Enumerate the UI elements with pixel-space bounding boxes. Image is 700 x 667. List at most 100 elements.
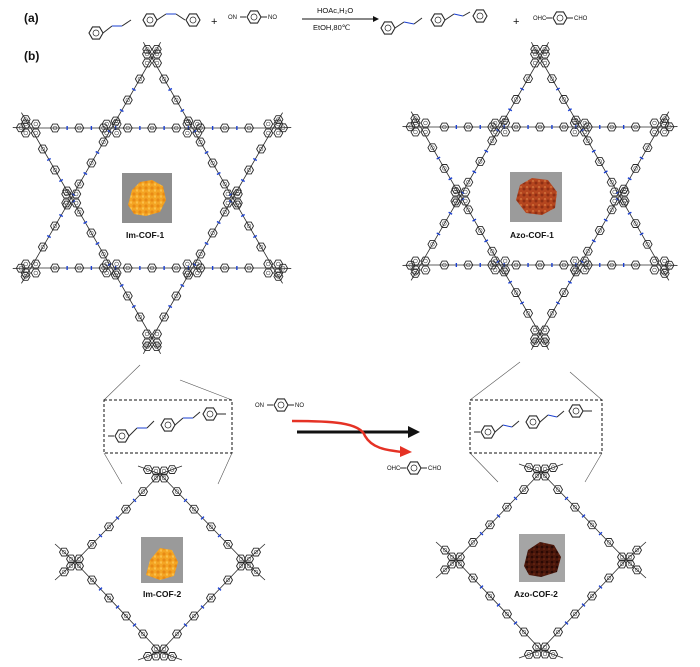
n-linkage — [204, 241, 209, 246]
reactant-dinitroso: ON NO — [228, 10, 277, 24]
svg-text:ON: ON — [255, 403, 264, 409]
linker-bond — [30, 127, 153, 339]
n-linkage — [168, 87, 173, 92]
terminal-bond — [435, 559, 457, 579]
n-linkage — [131, 304, 136, 309]
panel-a: (a) + ON NO HOAc,H₂O EtOH,80℃ — [24, 6, 588, 40]
im-cof-2-label: Im-COF-2 — [143, 589, 182, 599]
n-linkage — [519, 87, 525, 91]
n-linkage — [252, 157, 258, 162]
terminal-bond — [625, 559, 647, 579]
pyrene-node — [533, 643, 550, 658]
terminal-bond — [625, 541, 647, 561]
terminal-bond — [540, 649, 564, 659]
svg-text:OHC: OHC — [387, 466, 401, 472]
im-cof-1-label: Im-COF-1 — [126, 230, 165, 240]
terminal-bond — [539, 42, 549, 59]
terminal-bond — [21, 267, 32, 284]
terminal-bond — [435, 541, 457, 561]
n-linkage — [200, 605, 205, 609]
n-linkage — [115, 605, 120, 609]
n-linkage — [240, 178, 246, 183]
tetraphenylethylene-node — [650, 119, 669, 136]
plus-sign-2: + — [513, 16, 519, 28]
product-bis-azo — [380, 9, 488, 35]
n-linkage — [603, 218, 608, 222]
n-linkage — [598, 585, 603, 589]
terminal-bond — [659, 111, 670, 128]
terminal-bond — [137, 651, 161, 661]
svg-text:NO: NO — [268, 15, 277, 21]
n-linkage — [83, 171, 88, 176]
n-linkage — [564, 621, 569, 625]
terminal-bond — [143, 42, 153, 59]
n-linkage — [98, 533, 103, 538]
terminal-bond — [272, 112, 283, 129]
n-linkage — [448, 177, 453, 181]
terminal-bond — [54, 561, 76, 581]
n-linkage — [496, 514, 501, 518]
terminal-bond — [531, 333, 541, 350]
panel-b-label: (b) — [24, 49, 39, 63]
n-linkage — [217, 587, 222, 591]
n-linkage — [46, 234, 52, 239]
n-linkage — [603, 170, 608, 174]
terminal-bond — [659, 264, 670, 281]
plus-sign-1: + — [211, 16, 217, 28]
terminal-bond — [21, 112, 32, 129]
n-linkage — [240, 213, 246, 218]
n-linkage — [591, 239, 596, 243]
n-linkage — [200, 516, 205, 520]
terminal-bond — [539, 333, 549, 350]
n-linkage — [119, 283, 124, 288]
n-linkage — [555, 301, 561, 305]
product-dialdehyde: OHC CHO — [533, 11, 588, 25]
n-linkage — [95, 150, 100, 155]
n-linkage — [479, 585, 484, 589]
terminal-bond — [540, 463, 564, 473]
im-cof-1-photo — [122, 173, 172, 223]
terminal-bond — [518, 463, 542, 473]
n-linkage — [132, 623, 137, 627]
n-linkage — [217, 533, 222, 538]
linker-bond — [539, 126, 660, 335]
n-linkage — [581, 603, 586, 607]
n-linkage — [472, 170, 477, 174]
im-cof-2-photo — [141, 537, 183, 583]
azo-cof-2-framework — [435, 463, 647, 659]
n-linkage — [639, 232, 644, 236]
n-linkage — [496, 603, 501, 607]
n-linkage — [115, 516, 120, 520]
n-linkage — [591, 149, 596, 153]
n-linkage — [131, 87, 136, 92]
n-linkage — [46, 157, 52, 162]
azo-cof-2-label: Azo-COF-2 — [514, 589, 558, 599]
n-linkage — [436, 156, 441, 160]
n-linkage — [567, 108, 572, 112]
n-linkage — [448, 211, 453, 215]
linker-bond — [30, 57, 153, 269]
n-linkage — [479, 531, 484, 536]
svg-text:ON: ON — [228, 15, 237, 21]
reaction-arrow-a — [302, 16, 379, 22]
linker-bond — [151, 127, 274, 339]
n-linkage — [180, 108, 185, 113]
n-linkage — [252, 234, 258, 239]
terminal-bond — [143, 337, 153, 354]
svg-text:CHO: CHO — [428, 466, 442, 472]
n-linkage — [58, 178, 64, 183]
n-linkage — [484, 239, 489, 243]
azo-cof-2-photo — [519, 534, 565, 582]
n-linkage — [83, 220, 88, 225]
n-linkage — [519, 301, 525, 305]
terminal-bond — [272, 267, 283, 284]
n-linkage — [555, 87, 561, 91]
terminal-bond — [244, 543, 266, 563]
condition-bottom: EtOH,80℃ — [313, 23, 351, 32]
n-linkage — [627, 177, 632, 181]
terminal-bond — [518, 649, 542, 659]
n-linkage — [183, 623, 188, 627]
svg-text:OHC: OHC — [533, 16, 547, 22]
tetraphenylethylene-node — [143, 50, 162, 67]
terminal-bond — [159, 465, 183, 475]
